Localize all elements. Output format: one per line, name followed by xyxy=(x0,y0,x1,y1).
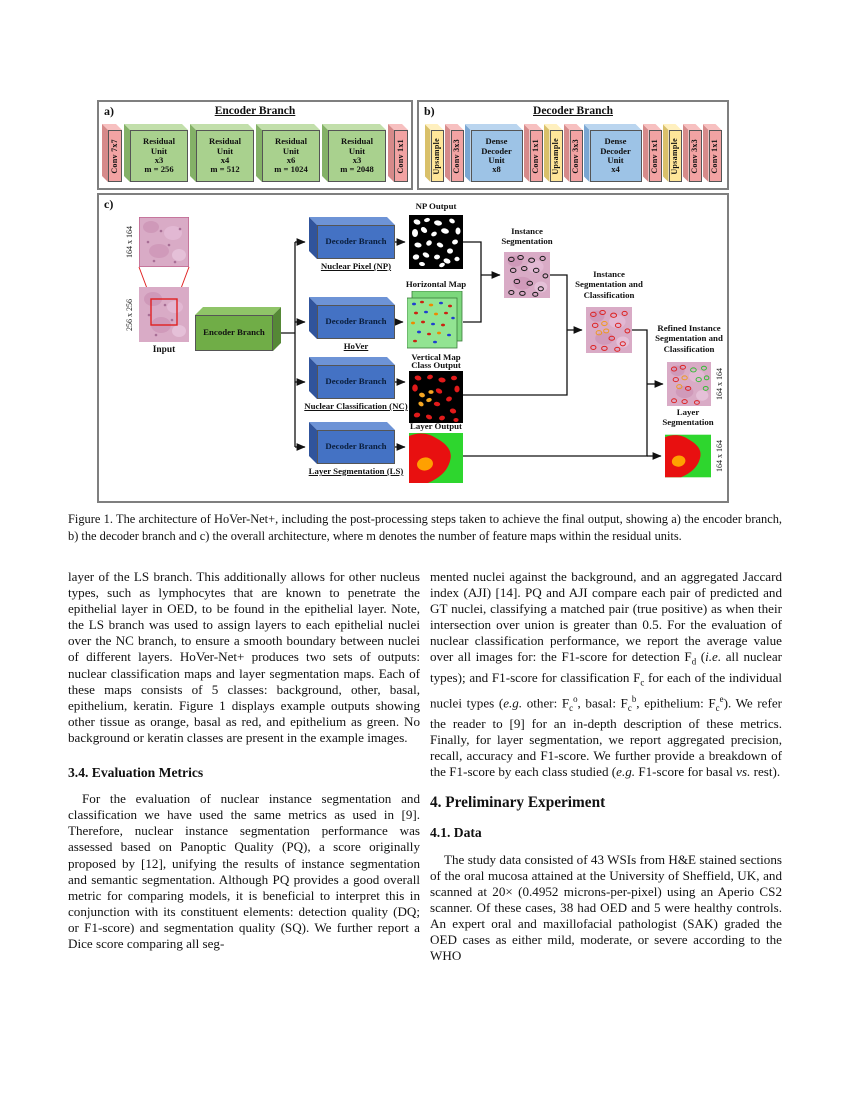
paragraph: The study data consisted of 43 WSIs from… xyxy=(430,851,782,964)
encoder-branch-box-label: Encoder Branch xyxy=(203,327,265,338)
branch-name-nc: Nuclear Classification (NC) xyxy=(304,401,408,411)
instance-segmentation-image xyxy=(504,252,550,298)
input-label: Input xyxy=(152,345,176,355)
decoder-branch-box-label: Decoder Branch xyxy=(325,316,387,327)
residual-unit-block: Residual Unit x4 m = 512 xyxy=(190,124,254,182)
figure-panel-a: a) Encoder Branch Conv 7x7 Residual Unit… xyxy=(97,100,413,190)
conv-block: Conv 1x1 xyxy=(703,124,722,182)
residual-unit-block: Residual Unit x3 m = 2048 xyxy=(322,124,386,182)
refined-instance-segmentation-classification-image xyxy=(667,362,711,406)
section-heading-preliminary-experiment: 4. Preliminary Experiment xyxy=(430,794,606,812)
decoder-branch-box-ls: Decoder Branch xyxy=(309,422,395,464)
panel-a-label: a) xyxy=(104,104,114,118)
block-label: Conv 1x1 xyxy=(649,138,659,174)
decoder-branch-box-label: Decoder Branch xyxy=(325,376,387,387)
np-output-label: NP Output xyxy=(415,201,457,211)
conv-block: Conv 1x1 xyxy=(643,124,662,182)
layer-segmentation-image xyxy=(665,434,711,478)
layer-output-image xyxy=(409,433,463,483)
right-column: mented nuclei against the background, an… xyxy=(430,569,782,964)
layer-seg-size-label: 164 x 164 xyxy=(714,440,724,472)
block-label: Upsample xyxy=(669,137,679,175)
conv-block: Conv 1x1 xyxy=(388,124,408,182)
upsample-block: Upsample xyxy=(663,124,682,182)
conv-block: Conv 3x3 xyxy=(564,124,583,182)
decoder-branch-box-np: Decoder Branch xyxy=(309,217,395,259)
block-label: Conv 1x1 xyxy=(530,138,540,174)
block-label: Residual Unit x3 m = 256 xyxy=(143,136,175,175)
dense-decoder-unit-block: Dense Decoder Unit x8 xyxy=(465,124,523,182)
conv-block: Conv 7x7 xyxy=(102,124,122,182)
layer-segmentation-label: Layer Segmentation xyxy=(662,407,714,428)
encoder-branch-box: Encoder Branch xyxy=(195,307,281,351)
instance-segmentation-classification-label: Instance Segmentation and Classification xyxy=(575,269,643,300)
block-label: Conv 3x3 xyxy=(451,138,461,174)
refined-size-label: 164 x 164 xyxy=(714,368,724,400)
block-label: Residual Unit x6 m = 1024 xyxy=(274,136,308,175)
block-label: Residual Unit x4 m = 512 xyxy=(209,136,241,175)
residual-unit-block: Residual Unit x3 m = 256 xyxy=(124,124,188,182)
paragraph: For the evaluation of nuclear instance s… xyxy=(68,791,420,951)
conv-block: Conv 3x3 xyxy=(445,124,464,182)
decoder-branch-title: Decoder Branch xyxy=(533,105,613,117)
dense-decoder-unit-block: Dense Decoder Unit x4 xyxy=(584,124,642,182)
refined-instance-segmentation-classification-label: Refined Instance Segmentation and Classi… xyxy=(655,323,723,354)
branch-name-np: Nuclear Pixel (NP) xyxy=(320,261,392,271)
encoder-branch-title: Encoder Branch xyxy=(214,105,296,117)
layer-output-label: Layer Output xyxy=(410,421,462,431)
block-label: Upsample xyxy=(431,137,441,175)
branch-name-hover: HoVer xyxy=(343,341,369,351)
figure-panel-c: c) xyxy=(97,193,729,503)
upsample-block: Upsample xyxy=(544,124,563,182)
upsample-block: Upsample xyxy=(425,124,444,182)
input-size-label: 256 x 256 xyxy=(124,298,134,331)
class-output-image xyxy=(409,371,463,423)
instance-segmentation-classification-image xyxy=(586,307,632,353)
block-label: Upsample xyxy=(550,137,560,175)
decoder-branch-box-nc: Decoder Branch xyxy=(309,357,395,399)
np-output-image xyxy=(409,215,463,269)
block-label: Conv 7x7 xyxy=(109,138,119,174)
instance-segmentation-label: Instance Segmentation xyxy=(501,226,553,247)
panel-b-label: b) xyxy=(424,104,435,118)
decoder-branch-box-label: Decoder Branch xyxy=(325,441,387,452)
block-label: Residual Unit x3 m = 2048 xyxy=(340,136,374,175)
zoom-region-rect xyxy=(150,298,178,326)
left-column: layer of the LS branch. This additionall… xyxy=(68,569,420,952)
branch-name-ls: Layer Segmentation (LS) xyxy=(308,466,404,476)
crop-size-label: 164 x 164 xyxy=(124,226,134,258)
paragraph: mented nuclei against the background, an… xyxy=(430,569,783,780)
horizontal-map-label: Horizontal Map xyxy=(405,279,467,289)
input-image-256 xyxy=(139,287,189,342)
class-output-label: Class Output xyxy=(411,360,461,370)
decoder-block-row: Upsample Conv 3x3 Dense Decoder Unit x8 … xyxy=(419,124,727,182)
panel-c-label: c) xyxy=(104,197,114,211)
encoder-block-row: Conv 7x7 Residual Unit x3 m = 256 Residu… xyxy=(99,124,411,182)
input-crop-image-164 xyxy=(139,217,189,267)
conv-block: Conv 1x1 xyxy=(524,124,543,182)
block-label: Dense Decoder Unit x4 xyxy=(600,136,631,175)
block-label: Conv 1x1 xyxy=(709,138,719,174)
figure-panel-b: b) Decoder Branch Upsample Conv 3x3 Dens… xyxy=(417,100,729,190)
horizontal-vertical-map-image xyxy=(407,291,463,349)
decoder-branch-box-label: Decoder Branch xyxy=(325,236,387,247)
subsection-heading-data: 4.1. Data xyxy=(430,825,482,841)
section-heading-evaluation-metrics: 3.4. Evaluation Metrics xyxy=(68,765,204,781)
paragraph: layer of the LS branch. This additionall… xyxy=(68,569,420,745)
block-label: Conv 3x3 xyxy=(570,138,580,174)
block-label: Dense Decoder Unit x8 xyxy=(481,136,512,175)
block-label: Conv 3x3 xyxy=(689,138,699,174)
decoder-branch-box-hover: Decoder Branch xyxy=(309,297,395,339)
figure-caption: Figure 1. The architecture of HoVer-Net+… xyxy=(68,512,782,544)
residual-unit-block: Residual Unit x6 m = 1024 xyxy=(256,124,320,182)
block-label: Conv 1x1 xyxy=(395,138,405,174)
conv-block: Conv 3x3 xyxy=(683,124,702,182)
vertical-map-label: Vertical Map xyxy=(411,352,461,362)
